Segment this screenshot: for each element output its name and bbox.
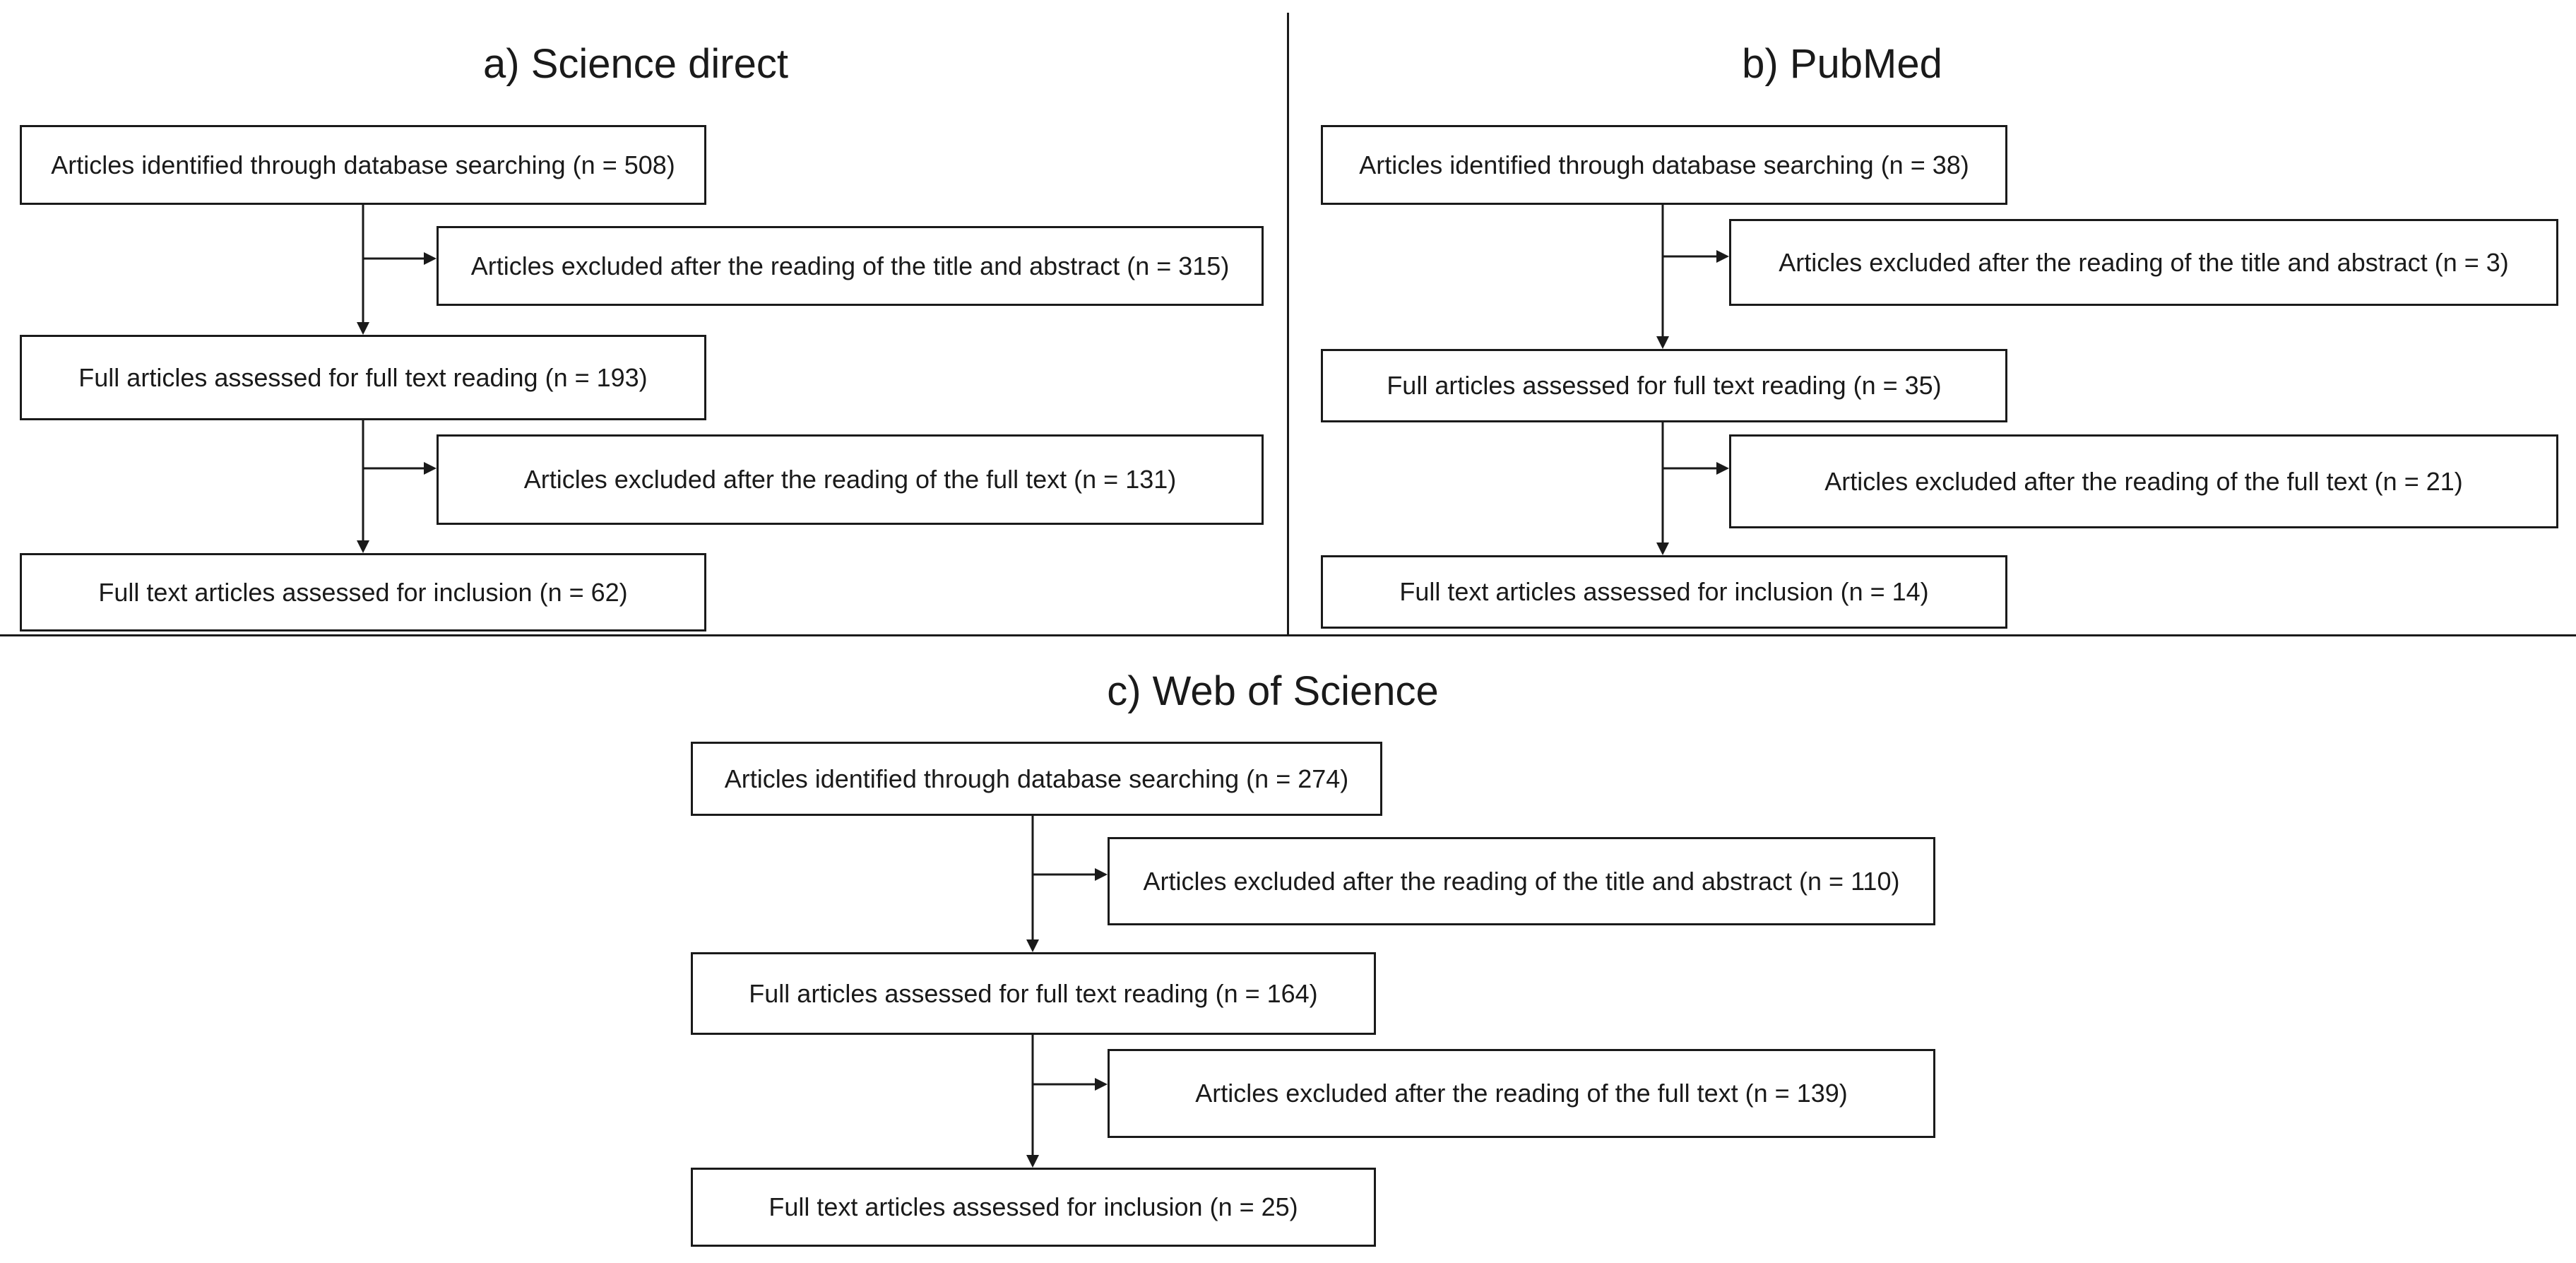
- panel-b-excluded-full-text-box: Articles excluded after the reading of t…: [1729, 434, 2558, 528]
- panel-a-included-box: Full text articles assessed for inclusio…: [20, 553, 706, 632]
- panel-b-assessed-full-text-box: Full articles assessed for full text rea…: [1321, 349, 2007, 422]
- panel-c-arrows: [1026, 816, 1108, 1168]
- panel-c-included-text: Full text articles assessed for inclusio…: [768, 1192, 1298, 1221]
- panel-a-assessed-full-text-text: Full articles assessed for full text rea…: [78, 362, 648, 392]
- panel-a-identified-box: Articles identified through database sea…: [20, 125, 706, 205]
- horizontal-divider: [0, 634, 2576, 636]
- panel-a-excluded-title-abstract-text: Articles excluded after the reading of t…: [470, 251, 1230, 280]
- panel-c-excluded-full-text-text: Articles excluded after the reading of t…: [1195, 1079, 1848, 1108]
- panel-c-assessed-full-text-text: Full articles assessed for full text rea…: [749, 978, 1318, 1008]
- panel-a-excluded-full-text-text: Articles excluded after the reading of t…: [523, 465, 1177, 494]
- panel-c-assessed-full-text-box: Full articles assessed for full text rea…: [691, 952, 1376, 1035]
- panel-c-excluded-title-abstract-box: Articles excluded after the reading of t…: [1108, 837, 1935, 925]
- panel-b-excluded-title-abstract-box: Articles excluded after the reading of t…: [1729, 219, 2558, 306]
- panel-b-arrows: [1656, 205, 1729, 555]
- panel-b-excluded-full-text-text: Articles excluded after the reading of t…: [1824, 466, 2463, 496]
- panel-c-identified-box: Articles identified through database sea…: [691, 742, 1382, 816]
- panel-b-title: b) PubMed: [1742, 41, 1942, 87]
- panel-c-excluded-full-text-box: Articles excluded after the reading of t…: [1108, 1049, 1935, 1138]
- panel-a-title: a) Science direct: [483, 41, 788, 87]
- panel-b-identified-text: Articles identified through database sea…: [1359, 150, 1969, 179]
- panel-c-excluded-title-abstract-text: Articles excluded after the reading of t…: [1143, 866, 1900, 896]
- panel-b-included-text: Full text articles assessed for inclusio…: [1399, 577, 1929, 606]
- panel-c-identified-text: Articles identified through database sea…: [724, 764, 1349, 793]
- panel-b-included-box: Full text articles assessed for inclusio…: [1321, 555, 2007, 629]
- panel-a-identified-text: Articles identified through database sea…: [51, 150, 675, 179]
- vertical-divider: [1287, 13, 1289, 636]
- panel-b-excluded-title-abstract-text: Articles excluded after the reading of t…: [1779, 247, 2509, 277]
- panel-a-arrows: [357, 205, 437, 553]
- panel-c-included-box: Full text articles assessed for inclusio…: [691, 1168, 1376, 1247]
- panel-a-excluded-title-abstract-box: Articles excluded after the reading of t…: [437, 226, 1264, 306]
- panel-a-excluded-full-text-box: Articles excluded after the reading of t…: [437, 434, 1264, 525]
- panel-a-included-text: Full text articles assessed for inclusio…: [98, 577, 628, 607]
- panel-c-title: c) Web of Science: [1107, 668, 1439, 714]
- panel-b-assessed-full-text-text: Full articles assessed for full text rea…: [1387, 371, 1942, 400]
- panel-b-identified-box: Articles identified through database sea…: [1321, 125, 2007, 205]
- panel-a-assessed-full-text-box: Full articles assessed for full text rea…: [20, 335, 706, 420]
